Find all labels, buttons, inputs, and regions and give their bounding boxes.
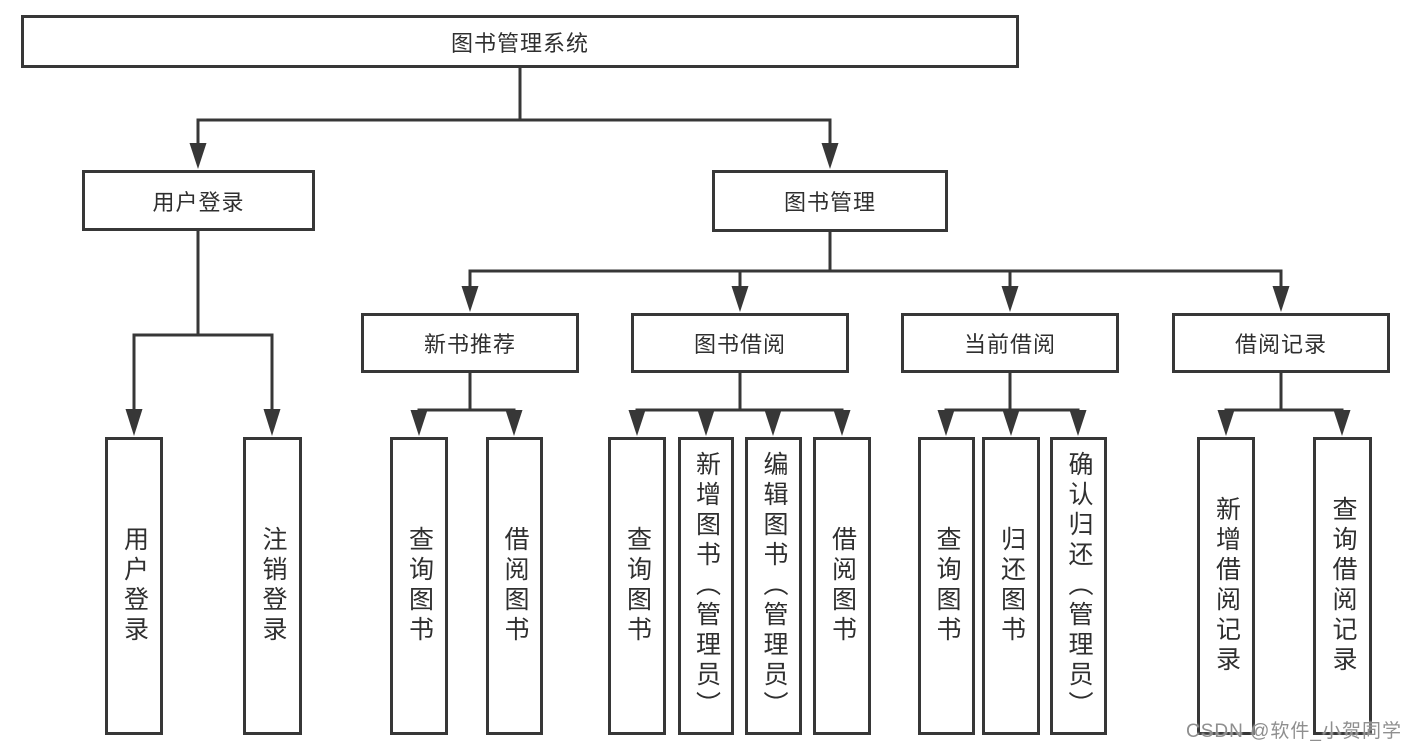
arrowhead-icon — [125, 409, 143, 436]
leaf-confirm-return-admin: 确认归还（管理员） — [1050, 437, 1107, 735]
node-library-management-system: 图书管理系统 — [21, 15, 1019, 68]
arrowhead-icon — [461, 286, 479, 312]
leaf-label: 查询图书 — [623, 526, 652, 646]
leaf-query-borrow-record: 查询借阅记录 — [1313, 437, 1372, 735]
node-label: 当前借阅 — [963, 332, 1056, 357]
leaf-add-borrow-record: 新增借阅记录 — [1197, 437, 1255, 735]
arrowhead-icon — [764, 410, 782, 436]
leaf-label: 查询借阅记录 — [1329, 496, 1357, 676]
arrowhead-icon — [821, 143, 839, 169]
leaf-borrow-books-recommend: 借阅图书 — [486, 437, 543, 735]
arrowhead-icon — [697, 410, 715, 436]
leaf-label: 编辑图书（管理员） — [760, 451, 788, 721]
leaf-query-books-recommend: 查询图书 — [390, 437, 448, 735]
leaf-label: 归还图书 — [997, 526, 1026, 646]
node-new-book-recommend: 新书推荐 — [361, 313, 579, 373]
leaf-logout: 注销登录 — [243, 437, 302, 735]
leaf-label: 注销登录 — [259, 526, 287, 646]
arrowhead-icon — [1333, 410, 1351, 436]
leaf-user-login: 用户登录 — [105, 437, 163, 735]
arrowhead-icon — [263, 409, 281, 436]
leaf-return-books: 归还图书 — [982, 437, 1040, 735]
arrowhead-icon — [1217, 410, 1235, 436]
leaf-query-books-current: 查询图书 — [918, 437, 975, 735]
arrowhead-icon — [505, 410, 523, 436]
node-label: 图书管理 — [783, 190, 876, 215]
leaf-label: 查询图书 — [933, 526, 961, 646]
leaf-borrow-books: 借阅图书 — [813, 437, 871, 735]
arrowhead-icon — [833, 410, 851, 436]
leaf-label: 查询图书 — [405, 526, 434, 646]
leaf-label: 借阅图书 — [828, 526, 857, 646]
node-current-borrowing: 当前借阅 — [901, 313, 1119, 373]
leaf-label: 新增图书（管理员） — [692, 451, 721, 721]
arrowhead-icon — [628, 410, 646, 436]
arrowhead-icon — [937, 410, 955, 436]
leaf-label: 新增借阅记录 — [1212, 496, 1241, 676]
leaf-edit-book-admin: 编辑图书（管理员） — [745, 437, 802, 735]
node-label: 新书推荐 — [423, 332, 516, 357]
leaf-label: 借阅图书 — [501, 526, 529, 646]
leaf-label: 用户登录 — [120, 526, 149, 646]
csdn-watermark: CSDN @软件_小贺同学 — [1186, 721, 1402, 742]
arrowhead-icon — [1069, 410, 1087, 436]
arrowhead-icon — [189, 143, 207, 169]
node-borrowing-records: 借阅记录 — [1172, 313, 1390, 373]
arrowhead-icon — [1002, 410, 1020, 436]
node-label: 图书借阅 — [693, 332, 786, 357]
node-label: 借阅记录 — [1234, 332, 1327, 357]
arrowhead-icon — [1001, 286, 1019, 312]
arrowhead-icon — [731, 286, 749, 312]
node-book-borrowing: 图书借阅 — [631, 313, 849, 373]
node-book-management: 图书管理 — [712, 170, 948, 232]
leaf-add-book-admin: 新增图书（管理员） — [678, 437, 734, 735]
leaf-label: 确认归还（管理员） — [1065, 451, 1093, 721]
node-label: 用户登录 — [152, 189, 245, 215]
arrowhead-icon — [1272, 286, 1290, 312]
leaf-query-books-borrow: 查询图书 — [608, 437, 666, 735]
node-label: 图书管理系统 — [450, 30, 589, 56]
node-user-login: 用户登录 — [82, 170, 315, 231]
arrowhead-icon — [410, 410, 428, 436]
